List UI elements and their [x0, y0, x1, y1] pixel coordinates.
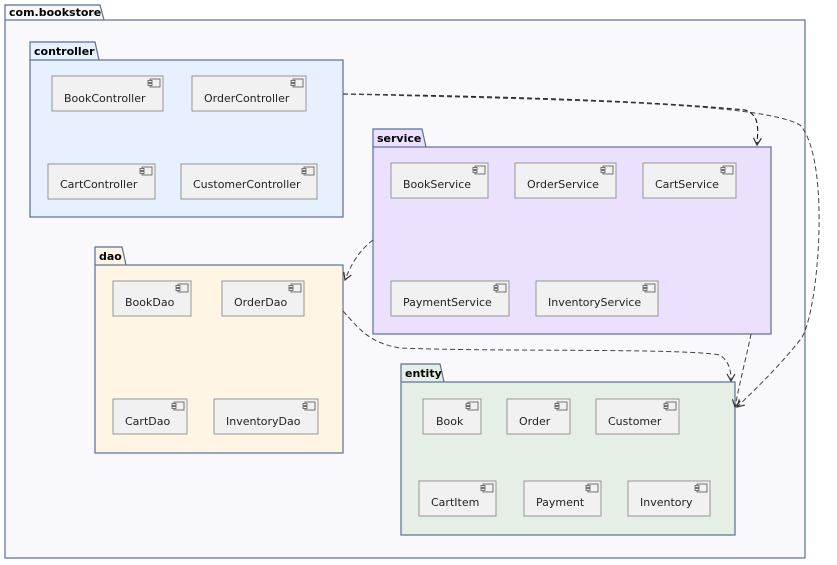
component-label: Order — [519, 415, 551, 428]
component-label: PaymentService — [403, 296, 492, 309]
component-label: BookController — [64, 92, 146, 105]
component-book[interactable]: Book — [422, 398, 482, 435]
package-entity[interactable]: entity Book Order Customer CartItem Paym… — [400, 363, 736, 536]
component-icon — [493, 283, 507, 293]
component-book-service[interactable]: BookService — [390, 162, 489, 199]
package-title: com.bookstore — [9, 6, 101, 19]
package-title: controller — [34, 45, 95, 58]
component-cart-service[interactable]: CartService — [642, 162, 737, 199]
package-tab — [94, 246, 127, 266]
component-label: BookService — [403, 178, 471, 191]
package-tab — [4, 4, 105, 21]
dependency-arrows — [342, 93, 820, 409]
component-cart-dao[interactable]: CartDao — [112, 398, 188, 435]
component-icon — [663, 401, 677, 411]
component-icon — [600, 165, 614, 175]
component-payment[interactable]: Payment — [523, 480, 602, 517]
component-icon — [480, 483, 494, 493]
package-service[interactable]: service BookService OrderService CartSer… — [372, 128, 772, 335]
dependency-service-to-dao — [343, 239, 374, 282]
component-label: OrderDao — [234, 296, 287, 309]
component-icon — [139, 166, 153, 176]
component-label: Customer — [608, 415, 662, 428]
component-inventory-service[interactable]: InventoryService — [535, 280, 659, 317]
package-title: dao — [99, 250, 122, 263]
component-book-dao[interactable]: BookDao — [112, 280, 192, 317]
package-tab — [372, 128, 427, 148]
component-label: OrderService — [527, 178, 599, 191]
component-customer[interactable]: Customer — [595, 398, 680, 435]
component-icon — [720, 165, 734, 175]
component-customer-controller[interactable]: CustomerController — [180, 163, 318, 200]
component-label: CartDao — [125, 415, 170, 428]
component-cart-controller[interactable]: CartController — [47, 163, 156, 200]
component-inventory[interactable]: Inventory — [627, 480, 711, 517]
component-book-controller[interactable]: BookController — [51, 75, 164, 112]
component-icon — [694, 483, 708, 493]
component-label: OrderController — [204, 92, 290, 105]
component-cart-item[interactable]: CartItem — [418, 480, 497, 517]
dependency-controller-to-entity — [342, 93, 820, 408]
component-order[interactable]: Order — [506, 398, 571, 435]
component-payment-service[interactable]: PaymentService — [390, 280, 510, 317]
component-icon — [147, 78, 161, 88]
component-icon — [171, 401, 185, 411]
component-icon — [465, 401, 479, 411]
component-icon — [302, 401, 316, 411]
component-icon — [288, 283, 302, 293]
component-icon — [642, 283, 656, 293]
component-icon — [175, 283, 189, 293]
dependency-service-to-entity — [731, 333, 752, 409]
package-tab — [400, 363, 445, 383]
package-tab — [29, 41, 100, 61]
component-label: CustomerController — [193, 178, 301, 191]
component-icon — [472, 165, 486, 175]
component-order-dao[interactable]: OrderDao — [221, 280, 305, 317]
component-label: Inventory — [640, 496, 693, 509]
component-icon — [554, 401, 568, 411]
component-label: CartController — [60, 178, 138, 191]
component-label: Book — [436, 415, 464, 428]
component-label: CartItem — [431, 496, 479, 509]
component-icon — [301, 166, 315, 176]
component-order-controller[interactable]: OrderController — [191, 75, 307, 112]
component-label: BookDao — [125, 296, 175, 309]
package-dao[interactable]: dao BookDao OrderDao CartDao InventoryDa… — [94, 246, 344, 454]
component-label: InventoryService — [548, 296, 641, 309]
component-label: CartService — [655, 178, 719, 191]
component-label: Payment — [536, 496, 585, 509]
dependency-controller-to-service — [342, 93, 762, 147]
component-order-service[interactable]: OrderService — [514, 162, 617, 199]
component-icon — [290, 78, 304, 88]
component-label: InventoryDao — [226, 415, 301, 428]
dependency-dao-to-entity — [342, 310, 736, 383]
package-title: entity — [405, 367, 442, 380]
component-icon — [585, 483, 599, 493]
package-controller[interactable]: controller BookController OrderControlle… — [29, 41, 344, 218]
component-inventory-dao[interactable]: InventoryDao — [213, 398, 319, 435]
package-title: service — [377, 132, 421, 145]
